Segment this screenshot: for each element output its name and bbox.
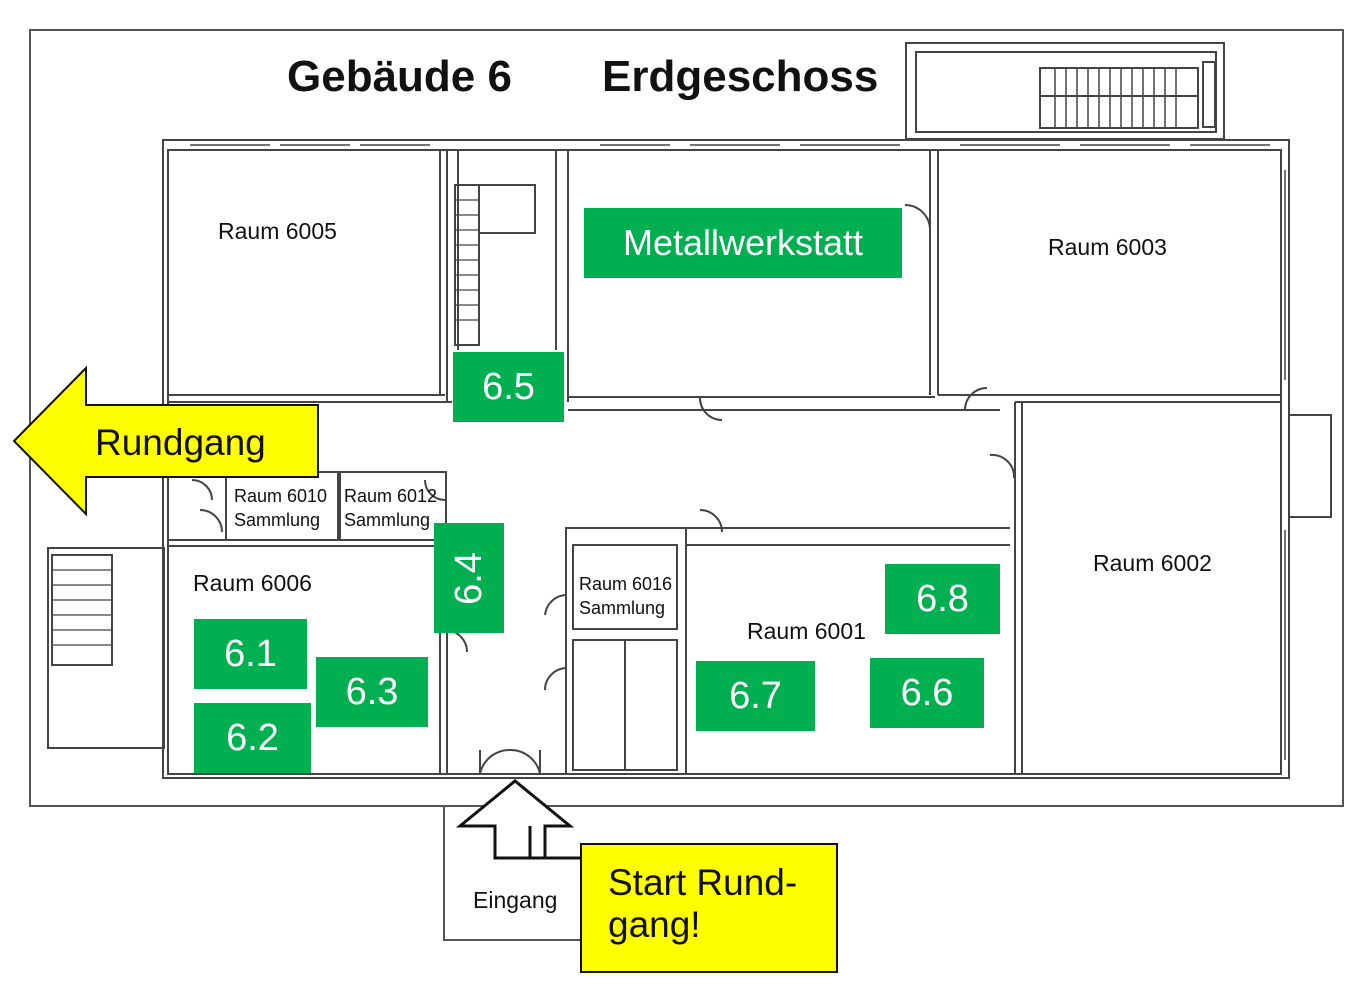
- entrance-label: Eingang: [473, 887, 558, 913]
- start-rundgang-line2: gang!: [608, 904, 701, 945]
- entrance-arrow-icon: [455, 779, 575, 860]
- room-6010-number: Raum 6010: [234, 486, 328, 506]
- metallwerkstatt-label: Metallwerkstatt: [584, 208, 902, 278]
- station-marker-6-6[interactable]: 6.6: [870, 658, 984, 728]
- stair-annex-top: [905, 42, 1225, 140]
- rundgang-label[interactable]: Rundgang: [95, 422, 266, 463]
- room-6003-label: Raum 6003: [1048, 234, 1167, 260]
- station-marker-6-8[interactable]: 6.8: [885, 564, 1000, 634]
- station-marker-6-4-text: 6.4: [447, 551, 490, 605]
- site-frame: [29, 29, 1344, 807]
- rundgang-arrow: [12, 365, 319, 517]
- station-marker-6-5[interactable]: 6.5: [453, 352, 564, 422]
- entrance-arrow-connector: [528, 826, 582, 860]
- station-marker-6-3[interactable]: 6.3: [316, 657, 428, 727]
- entrance-annex: [443, 806, 580, 941]
- room-6010-label: Raum 6010 Sammlung: [234, 484, 327, 532]
- room-6012-number: Raum 6012: [344, 486, 438, 506]
- floor-title: Erdgeschoss: [602, 52, 879, 101]
- room-6006-label: Raum 6006: [193, 570, 312, 596]
- room-6010-type: Sammlung: [234, 510, 321, 530]
- start-rundgang-callout[interactable]: Start Rund- gang!: [580, 843, 838, 973]
- station-marker-6-7[interactable]: 6.7: [696, 661, 815, 731]
- start-rundgang-line1: Start Rund-: [608, 862, 798, 903]
- building-walls: [47, 139, 1332, 779]
- room-6012-type: Sammlung: [344, 510, 431, 530]
- room-6016-number: Raum 6016: [579, 574, 673, 594]
- room-6005-label: Raum 6005: [218, 218, 337, 244]
- building-title: Gebäude 6: [287, 52, 512, 101]
- station-marker-6-4[interactable]: 6.4: [434, 523, 504, 633]
- room-6012-label: Raum 6012 Sammlung: [344, 484, 437, 532]
- room-6016-type: Sammlung: [579, 598, 666, 618]
- station-marker-6-2[interactable]: 6.2: [194, 703, 311, 773]
- room-6002-label: Raum 6002: [1093, 550, 1212, 576]
- room-6001-label: Raum 6001: [747, 618, 866, 644]
- room-6016-label: Raum 6016 Sammlung: [579, 572, 672, 620]
- station-marker-6-1[interactable]: 6.1: [194, 619, 307, 689]
